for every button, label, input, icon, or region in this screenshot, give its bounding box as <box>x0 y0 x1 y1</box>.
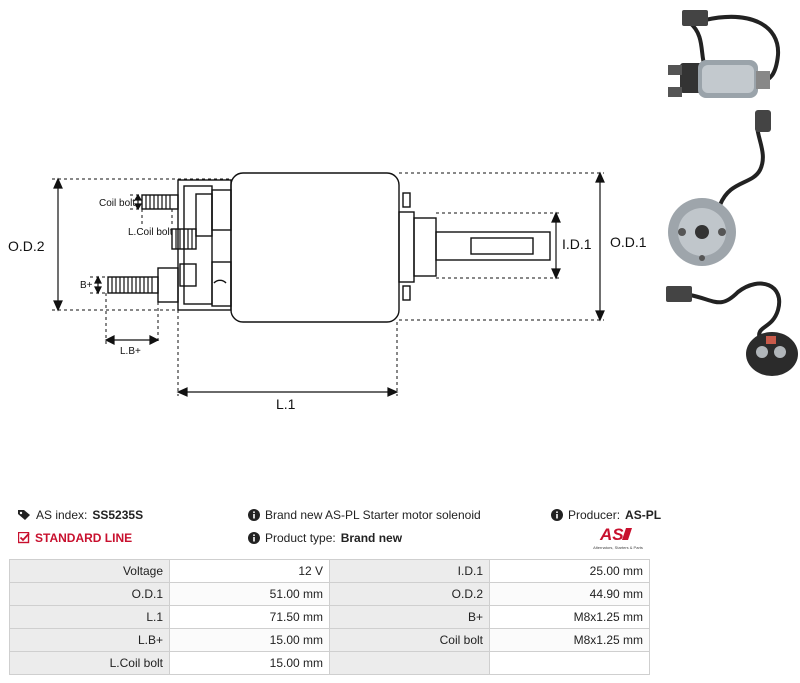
spec-label: O.D.2 <box>329 582 490 606</box>
spec-value: 71.50 mm <box>169 605 330 629</box>
standard-line-text: STANDARD LINE <box>35 531 133 545</box>
product-info: AS index: SS5235S STANDARD LINE Brand ne… <box>0 500 800 560</box>
product-type-label: Product type: <box>265 531 336 545</box>
logo-tagline: Alternators, Starters & Parts <box>593 545 643 550</box>
lbplus-label: L.B+ <box>120 346 141 357</box>
spec-label <box>329 651 490 675</box>
spec-label: B+ <box>329 605 490 629</box>
as-index: AS index: SS5235S <box>18 508 143 522</box>
info-icon <box>248 509 260 521</box>
spec-value: M8x1.25 mm <box>489 605 650 629</box>
as-pl-logo: AS Alternators, Starters & Parts <box>593 525 643 550</box>
info-icon <box>248 532 260 544</box>
technical-drawing: O.D.2 O.D.1 I.D.1 L.1 L.B+ B+ Coil bolt … <box>8 171 647 412</box>
coil-bolt-label: Coil bolt <box>99 198 135 209</box>
coil-bolt-thread <box>145 195 193 249</box>
producer-value: AS-PL <box>625 508 662 522</box>
standard-line: STANDARD LINE <box>18 531 132 545</box>
solenoid-body <box>230 172 400 323</box>
as-index-value: SS5235S <box>92 508 144 522</box>
spec-label: Voltage <box>9 559 170 583</box>
tag-icon <box>18 510 30 520</box>
description: Brand new AS-PL Starter motor solenoid <box>248 508 481 522</box>
photo-rear-view <box>666 281 798 376</box>
id1-label: I.D.1 <box>562 236 592 252</box>
spec-value: 51.00 mm <box>169 582 330 606</box>
product-type: Product type: Brand new <box>248 531 402 545</box>
spec-value: 15.00 mm <box>169 628 330 652</box>
product-type-value: Brand new <box>340 531 403 545</box>
bplus-thread <box>111 277 153 293</box>
svg-text:AS: AS <box>599 525 624 544</box>
l1-label: L.1 <box>276 396 296 412</box>
producer-label: Producer: <box>568 508 621 522</box>
spec-label: Coil bolt <box>329 628 490 652</box>
photo-front-view <box>668 110 771 266</box>
od1-label: O.D.1 <box>610 234 647 250</box>
spec-value: M8x1.25 mm <box>489 628 650 652</box>
info-icon <box>551 509 563 521</box>
as-index-label: AS index: <box>36 508 88 522</box>
spec-label: L.1 <box>9 605 170 629</box>
photo-side-view <box>668 10 781 98</box>
spec-value: 25.00 mm <box>489 559 650 583</box>
spec-value: 44.90 mm <box>489 582 650 606</box>
od2-label: O.D.2 <box>8 238 45 254</box>
l-coil-bolt-label: L.Coil bolt <box>128 227 173 238</box>
spec-value: 12 V <box>169 559 330 583</box>
producer: Producer: AS-PL <box>551 508 661 522</box>
spec-label: O.D.1 <box>9 582 170 606</box>
spec-value: 15.00 mm <box>169 651 330 675</box>
spec-label: L.B+ <box>9 628 170 652</box>
bplus-label: B+ <box>80 280 93 291</box>
spec-label: L.Coil bolt <box>9 651 170 675</box>
spec-value <box>489 651 650 675</box>
description-text: Brand new AS-PL Starter motor solenoid <box>265 508 481 522</box>
check-icon <box>18 532 30 544</box>
spec-label: I.D.1 <box>329 559 490 583</box>
